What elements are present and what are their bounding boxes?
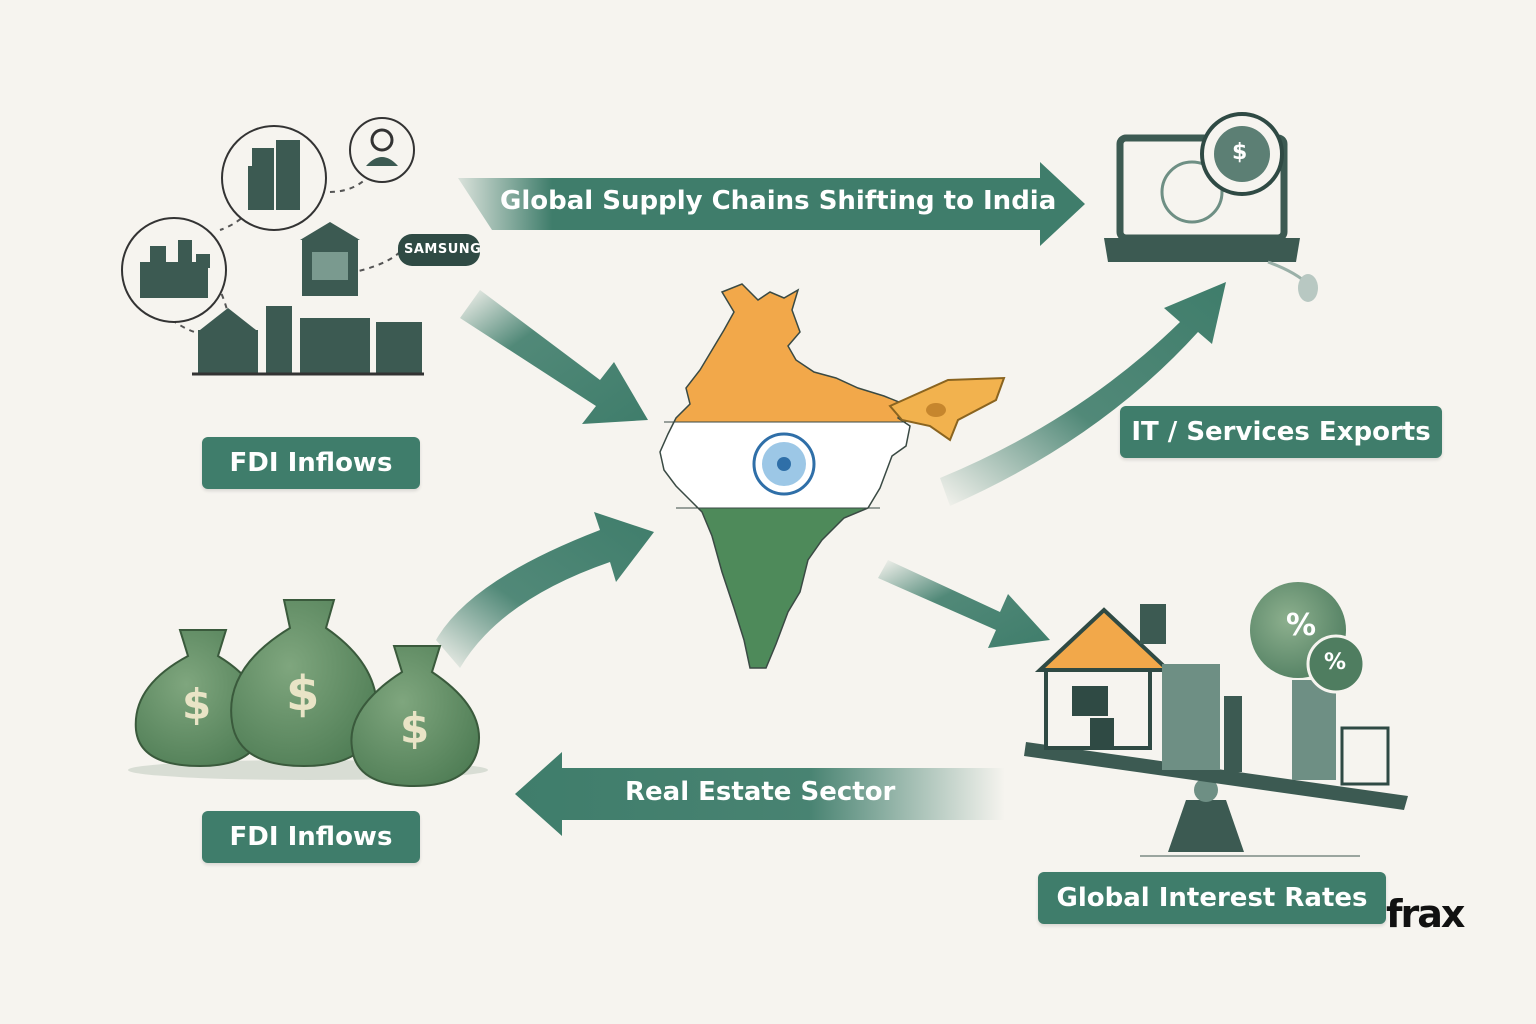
fdi-inflows-bottom-label: FDI Inflows <box>202 811 420 863</box>
percent-icon: % <box>1324 650 1347 675</box>
ashoka-chakra-icon <box>752 432 816 496</box>
fdi-inflows-top-label: FDI Inflows <box>202 437 420 489</box>
companies-cluster-icon <box>121 117 480 376</box>
money-bags-icon <box>128 599 488 788</box>
dollar-icon: $ <box>286 666 320 722</box>
real-estate-arrow <box>515 752 1005 836</box>
percent-icon: % <box>1286 608 1317 643</box>
laptop-currency-icon: $ <box>1232 140 1248 165</box>
global-interest-rates-label: Global Interest Rates <box>1038 872 1386 924</box>
dollar-icon: $ <box>182 680 212 729</box>
real-estate-arrow-label: Real Estate Sector <box>625 777 896 807</box>
india-to-rates-arrow <box>878 560 1050 648</box>
laptop-icon <box>1104 112 1318 302</box>
banknote-icon <box>888 376 1006 442</box>
fdi-to-india-arrow <box>460 290 648 424</box>
india-to-it-arrow <box>940 282 1226 506</box>
interest-rates-scale-icon <box>1024 582 1408 857</box>
brand-logo: frax <box>1386 892 1465 936</box>
money-to-india-arrow <box>436 512 654 668</box>
supply-chain-arrow-label: Global Supply Chains Shifting to India <box>500 186 1057 216</box>
it-services-exports-label: IT / Services Exports <box>1120 406 1442 458</box>
dollar-icon: $ <box>400 704 430 753</box>
supply-chain-arrow <box>458 162 1085 246</box>
samsung-badge-text: SAMSUNG <box>404 242 482 257</box>
